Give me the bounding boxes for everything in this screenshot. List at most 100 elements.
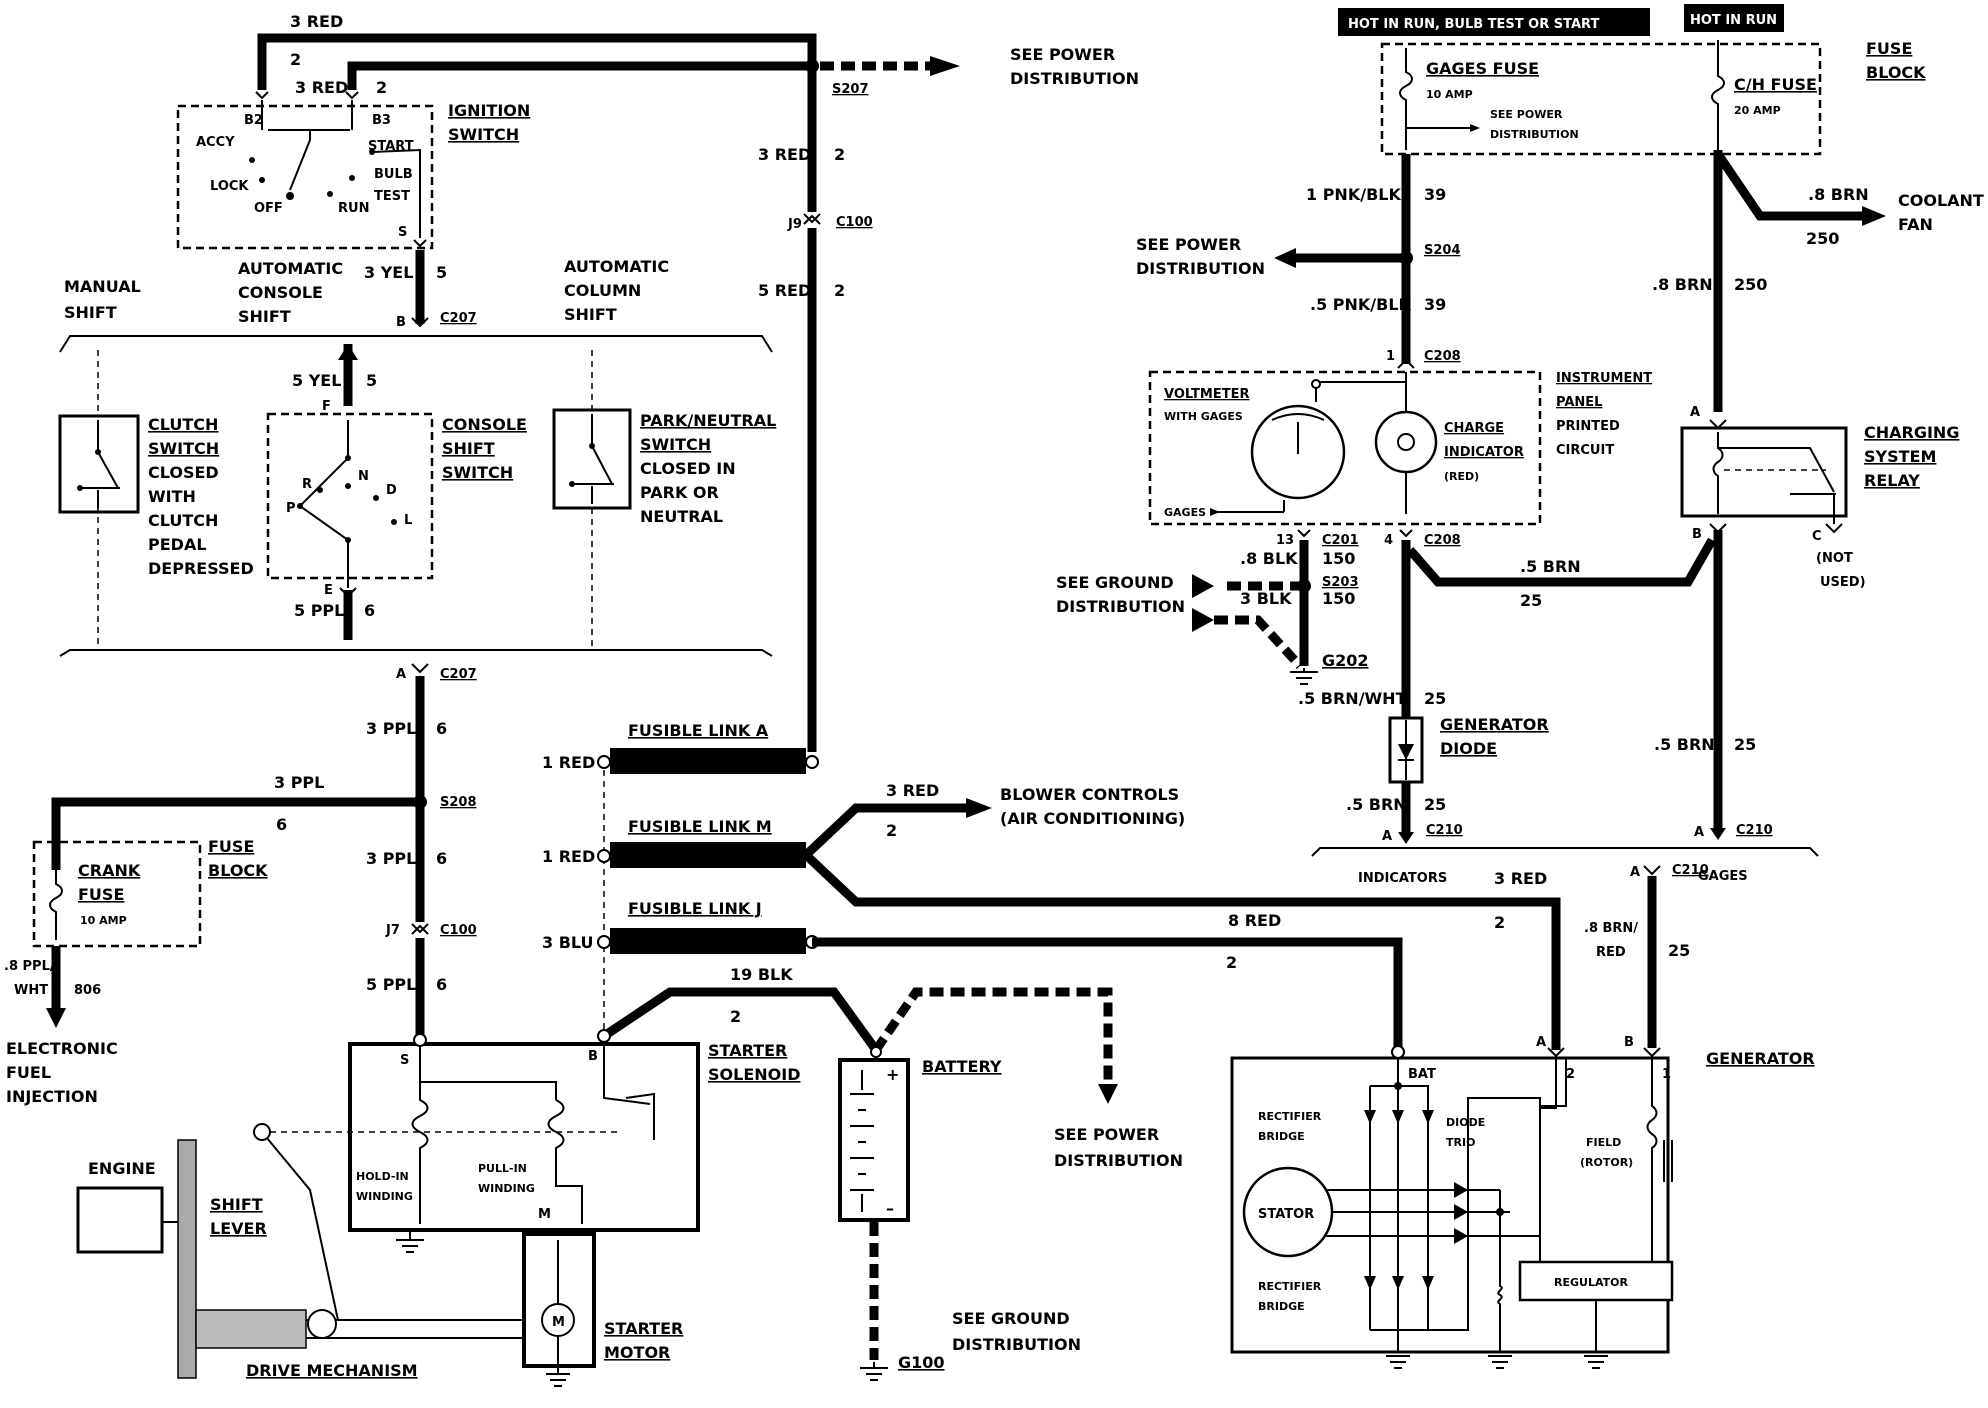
terminal-b2: B2 <box>244 113 263 128</box>
clutch-switch-box <box>58 414 140 514</box>
connector-label: C210 <box>1672 863 1709 878</box>
rectifier-diode <box>1364 1110 1376 1124</box>
wire-number: 2 <box>886 821 897 840</box>
ipc-title: PANEL <box>1556 395 1602 410</box>
blower-branch: 3 RED 2 BLOWER CONTROLS (AIR CONDITIONIN… <box>802 781 1561 1050</box>
wire-8-red <box>812 937 1403 1048</box>
motor-m: M <box>552 1315 565 1330</box>
arrow-right <box>1470 124 1480 132</box>
wire-label: 1 RED <box>542 753 595 772</box>
fuse-block-label: FUSE <box>1866 39 1912 58</box>
connector-b3 <box>345 91 359 100</box>
see-power-label: SEE POWER <box>1136 235 1241 254</box>
crank-fuse: CRANK FUSE 10 AMP FUSE BLOCK .8 PPL/ WHT… <box>4 837 268 1106</box>
connector-label: C210 <box>1426 823 1463 838</box>
pin-label: A <box>1382 829 1392 844</box>
contact-n <box>345 483 351 489</box>
lever-pivot <box>253 1123 271 1141</box>
park-label: SWITCH <box>640 435 711 454</box>
clutch-contacts <box>80 420 120 508</box>
drive-label: DRIVE MECHANISM <box>246 1361 418 1380</box>
clutch-label: SWITCH <box>148 439 219 458</box>
hot-label-bg <box>1338 8 1650 36</box>
connector-c208b <box>1399 529 1413 538</box>
pin-label: C <box>1812 529 1822 544</box>
solenoid-box <box>348 1042 700 1232</box>
bulb-filament <box>1397 433 1415 451</box>
see-ground-label: SEE GROUND <box>1056 573 1174 592</box>
diode-trio <box>1454 1182 1468 1198</box>
contact-accy <box>249 157 255 163</box>
rectifier-diode <box>1422 1276 1434 1290</box>
fusible-link-m <box>610 842 806 868</box>
console-shift-label: CONSOLE <box>238 283 323 302</box>
fuse-rating: 10 AMP <box>80 914 127 927</box>
gear-r: R <box>302 477 312 492</box>
wire-number: 5 <box>366 371 377 390</box>
clutch-switch: CLUTCH SWITCH CLOSED WITH CLUTCH PEDAL D… <box>58 414 254 578</box>
ch-fuse-label: C/H FUSE <box>1734 75 1817 94</box>
diode-bar <box>1398 720 1414 780</box>
arrow-right <box>1862 206 1886 226</box>
pin-label: A <box>396 667 406 682</box>
battery-minus: – <box>886 1199 894 1218</box>
position-run: RUN <box>338 201 369 216</box>
connector-c100 <box>803 213 821 225</box>
console-shift-label: AUTOMATIC <box>238 259 343 278</box>
pin-label: A <box>1690 405 1700 420</box>
ground-ipc: .8 BLK 150 S203 3 BLK 150 SEE GROUND DIS… <box>1056 540 1369 685</box>
generator: GENERATOR BAT A 2 B 1 STATOR RECTIFIER B… <box>1230 1035 1815 1369</box>
connector-c210 <box>1643 865 1661 876</box>
ch-fuse-symbol <box>1711 40 1725 150</box>
pull-in-winding <box>547 1099 583 1224</box>
terminal-label: S <box>400 1053 409 1068</box>
console-label: SWITCH <box>442 463 513 482</box>
motor-title: MOTOR <box>604 1343 670 1362</box>
field-label: FIELD <box>1586 1136 1621 1149</box>
column-shift-label: AUTOMATIC <box>564 257 669 276</box>
lever-end <box>307 1309 337 1339</box>
terminal <box>597 755 611 769</box>
ignition-contacts <box>261 100 353 191</box>
diode-trio <box>1454 1228 1468 1244</box>
pin-label: 1 <box>1662 1067 1671 1082</box>
start-circuit <box>371 148 421 238</box>
drive-mechanism: ENGINE SHIFT LEVER DRIVE MECHANISM <box>76 1123 620 1380</box>
arrow-right <box>1210 508 1220 516</box>
efi-label: ELECTRONIC <box>6 1039 118 1058</box>
motor-title: STARTER <box>604 1319 683 1338</box>
fuse-block-label: BLOCK <box>208 861 268 880</box>
harness-bottom <box>59 649 773 657</box>
fusible-links: FUSIBLE LINK A 1 RED FUSIBLE LINK M 1 RE… <box>542 721 819 1036</box>
see-power-label: SEE POWER <box>1054 1125 1159 1144</box>
pin-label: J9 <box>787 217 802 232</box>
ignition-title: IGNITION <box>448 101 530 120</box>
terminal-label: BAT <box>1408 1067 1436 1082</box>
arrow-right <box>1192 608 1214 632</box>
connector-label: C201 <box>1322 533 1359 548</box>
park-label: PARK OR <box>640 483 719 502</box>
coolant-label: COOLANT <box>1898 191 1984 210</box>
contact-bulb <box>349 175 355 181</box>
wire-number: 6 <box>436 719 447 738</box>
charge-label: INDICATOR <box>1444 445 1524 460</box>
ground-g100 <box>860 1362 888 1381</box>
wire-label: 3 PPL <box>274 773 324 792</box>
gages-fuse-symbol <box>1399 48 1413 150</box>
gages-feed: 1 PNK/BLK 39 S204 SEE POWER DISTRIBUTION… <box>1136 154 1461 369</box>
indicator-gage-harness: INDICATORS GAGES A C210 3 RED 2 .8 BRN/ … <box>1226 847 1819 1048</box>
gear-n: N <box>358 469 369 484</box>
connector-c207b <box>411 663 429 674</box>
not-used-label: USED) <box>1820 575 1866 590</box>
ground-g202 <box>1290 668 1318 685</box>
position-test: TEST <box>374 189 410 204</box>
harness-line <box>1311 847 1819 857</box>
wire-number: 2 <box>834 145 845 164</box>
rectifier-diode <box>1392 1110 1404 1124</box>
battery-title: BATTERY <box>922 1057 1002 1076</box>
arrow-down <box>1398 832 1414 844</box>
charge-indicator-bulb <box>1374 410 1438 474</box>
wire-label: 3 YEL <box>364 263 413 282</box>
wire-label: .8 PPL/ <box>4 959 55 974</box>
starter-solenoid: 19 BLK 2 S B HOLD-IN WINDING PULL-IN WIN… <box>348 965 1118 1253</box>
